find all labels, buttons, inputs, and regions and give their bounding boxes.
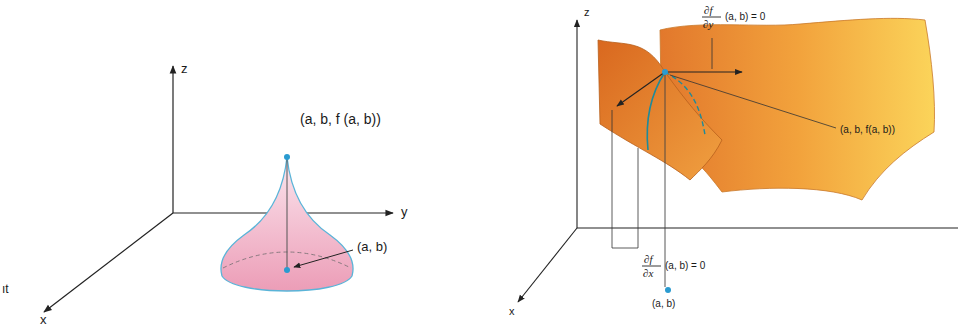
z-axis (576, 20, 577, 228)
saddle-back-sheet (660, 18, 935, 200)
leader-line (638, 148, 639, 248)
fraction-numerator: ∂f (644, 253, 653, 265)
z-axis (172, 66, 173, 213)
axis-label: x (40, 313, 47, 327)
base-point (284, 267, 290, 273)
point-label: (a, b) (652, 298, 675, 309)
point-label: (a, b, f(a, b)) (840, 124, 895, 135)
stray-text: ıt (2, 283, 9, 296)
condition-label: (a, b) = 0 (665, 260, 705, 271)
fraction-denominator: ∂y (703, 18, 713, 30)
peak-surface-shape (221, 157, 353, 291)
leader-line (612, 110, 613, 248)
trace-curve-y (665, 72, 705, 135)
tangent-arrow-x (617, 72, 665, 106)
peak-surface (221, 154, 353, 291)
y-axis (577, 227, 958, 228)
fraction-bar (642, 266, 661, 267)
saddle-front-fold (598, 40, 722, 180)
x-axis (518, 228, 577, 302)
axis-label: x (509, 305, 515, 317)
fraction-bar (702, 17, 721, 18)
condition-label: (a, b) = 0 (725, 11, 765, 22)
saddle-surface (598, 17, 935, 293)
domain-point (665, 287, 671, 293)
vertical-line (665, 72, 666, 287)
leader-line (670, 75, 836, 128)
axis-label: z (181, 62, 188, 76)
fraction-numerator: ∂f (704, 4, 713, 16)
vertical-line (287, 157, 288, 270)
left-axes (44, 66, 393, 312)
fraction-denominator: ∂x (643, 267, 653, 279)
peak-point (284, 154, 290, 160)
surface-point (662, 69, 668, 75)
leader-line (712, 38, 713, 69)
x-axis (44, 213, 173, 312)
point-label: (a, b) (357, 240, 387, 254)
pointer-arrow (294, 250, 353, 267)
leader-line (612, 248, 638, 249)
axis-label: z (584, 6, 590, 18)
tangent-arrow-y (665, 71, 742, 72)
point-label: (a, b, f (a, b)) (300, 112, 381, 127)
axis-label: y (401, 205, 408, 219)
trace-curve-x (647, 72, 665, 150)
